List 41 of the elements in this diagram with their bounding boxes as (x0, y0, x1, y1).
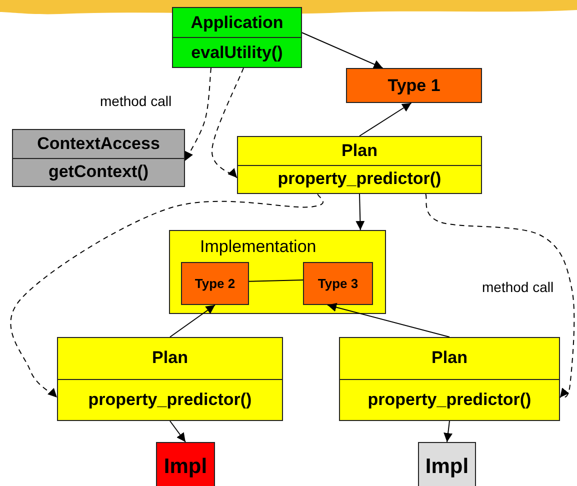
class-name: ContextAccess (37, 134, 160, 154)
connector-line (248, 280, 304, 282)
dashed-arrow (212, 68, 244, 178)
method-name: evalUtility() (191, 42, 283, 62)
arrow (356, 194, 365, 230)
type-label: Impl (164, 455, 208, 479)
class-box (339, 337, 560, 421)
dashed-arrow (425, 194, 575, 398)
type-box (181, 262, 249, 305)
method-name: property_predictor() (368, 390, 532, 410)
type-label: Type 3 (318, 276, 358, 291)
edge-label: method call (100, 93, 172, 109)
class-box (57, 337, 283, 421)
dashed-arrow (184, 68, 212, 162)
edge-label: method call (482, 279, 554, 295)
arrow (302, 32, 384, 68)
group-title: Implementation (199, 236, 318, 257)
method-name: property_predictor() (88, 390, 252, 410)
class-name: Application (190, 12, 284, 32)
class-box (12, 129, 185, 187)
method-name: getContext() (48, 162, 149, 182)
arrow (327, 302, 450, 338)
class-box (237, 136, 482, 194)
arrow (170, 420, 186, 442)
arrow (444, 420, 453, 442)
class-name: Plan (432, 348, 468, 368)
type-box (346, 68, 482, 103)
impl-box (156, 442, 215, 486)
impl-box (418, 442, 476, 486)
dashed-arrow (10, 194, 324, 398)
class-name: Plan (152, 348, 188, 368)
arrow (359, 102, 412, 136)
method-name: property_predictor() (278, 169, 442, 190)
type-label: Type 1 (388, 76, 440, 96)
type-label: Impl (425, 455, 469, 479)
class-name: Plan (342, 140, 378, 161)
type-box (303, 262, 373, 305)
group-box (169, 230, 386, 314)
type-label: Type 2 (194, 276, 236, 291)
arrow (170, 304, 216, 338)
class-box (172, 7, 302, 68)
